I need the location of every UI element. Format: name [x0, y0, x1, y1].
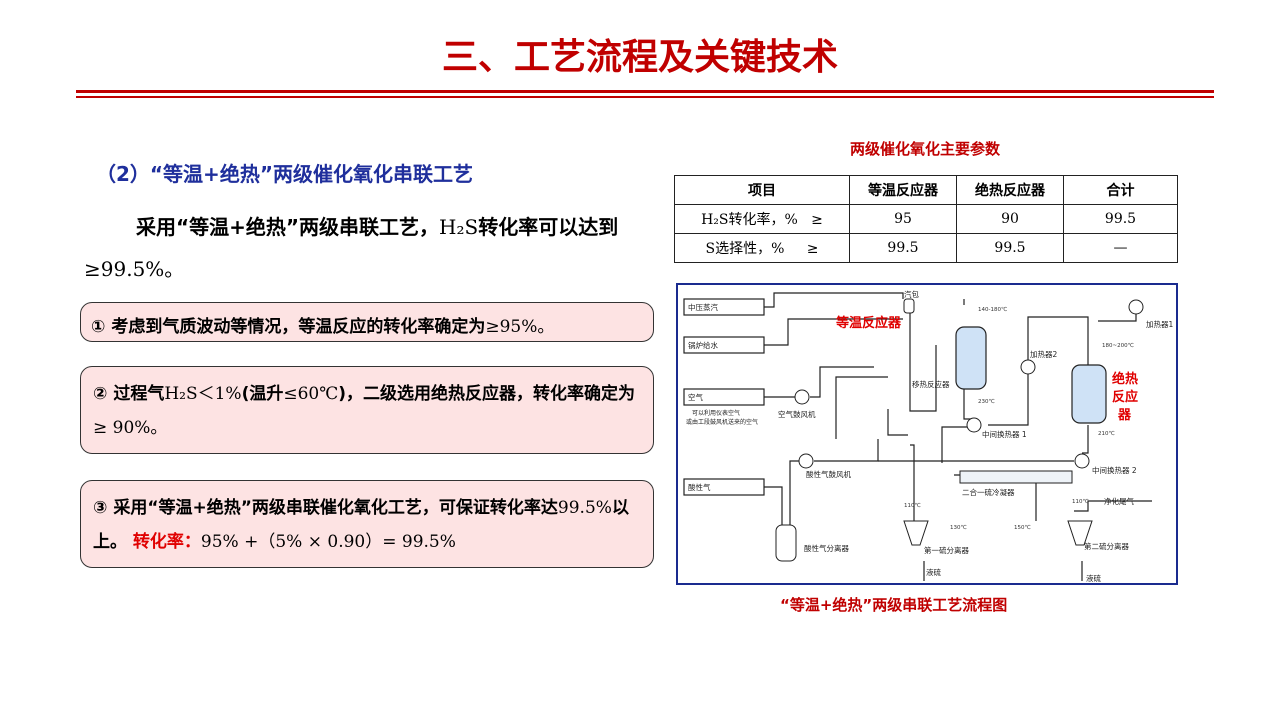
section-subtitle: （2）“等温+绝热”两级催化氧化串联工艺: [96, 162, 473, 186]
table-row: S选择性，% ≥ 99.5 99.5 —: [674, 233, 1178, 263]
table-row: H₂S转化率，% ≥ 95 90 99.5: [674, 204, 1178, 234]
callout-isothermal-reactor: 等温反应器: [835, 315, 902, 331]
label-condenser: 二合一硫冷凝器: [962, 487, 1015, 497]
diagram-caption: “等温+绝热”两级串联工艺流程图: [780, 596, 1008, 614]
note-value: ≥95%。: [485, 317, 555, 337]
table-cell-item: H₂S转化率，% ≥: [674, 204, 850, 234]
note-temp: ≤60℃: [283, 384, 339, 404]
label-temp: 210℃: [1098, 430, 1115, 437]
note-value: ≥ 90%。: [93, 418, 168, 438]
note-marker: ③: [93, 498, 108, 518]
label-heater1: 加热器1: [1146, 319, 1173, 329]
label-mid-hx2: 中间换热器 2: [1092, 465, 1137, 475]
label-temp: 150℃: [1014, 524, 1031, 531]
title-rule-bottom: [76, 96, 1214, 98]
note-text: (温升: [241, 384, 284, 404]
table-title: 两级催化氧化主要参数: [850, 140, 1001, 158]
label-air-note1: 可以利用仪表空气: [692, 409, 740, 417]
table-cell: 95: [849, 204, 957, 234]
label-sep2: 第二硫分离器: [1084, 541, 1129, 551]
intro-value: ≥99.5%。: [84, 257, 185, 281]
table-cell: 99.5: [849, 233, 957, 263]
params-table: 项目 等温反应器 绝热反应器 合计 H₂S转化率，% ≥ 95 90 99.5 …: [674, 175, 1178, 263]
table-cell: 90: [956, 204, 1064, 234]
note-text: 采用“等温+绝热”两级串联催化氧化工艺，可保证转化率达: [113, 498, 558, 518]
label-boiler-water: 锅炉给水: [688, 340, 718, 350]
label-clean-tail: 净化尾气: [1104, 496, 1134, 506]
label-temp: 110℃: [904, 502, 921, 509]
table-cell: 99.5: [1063, 204, 1178, 234]
formula: 95% +（5% × 0.90）= 99.5%: [200, 532, 456, 552]
note-text: 过程气: [113, 384, 165, 404]
callout-adiabatic-2: 反应: [1112, 389, 1138, 405]
intro-paragraph: 采用“等温+绝热”两级串联工艺，H₂S转化率可以达到 ≥99.5%。: [84, 206, 644, 290]
intro-h2s: H₂S: [439, 215, 479, 239]
table-cell: 99.5: [956, 233, 1064, 263]
note-text: )，二级选用绝热反应器，转化率确定为: [338, 384, 636, 404]
label-temp: 110℃: [1072, 498, 1089, 505]
callout-adiabatic-3: 器: [1117, 408, 1132, 423]
label-mid-hx1: 中间换热器 1: [982, 429, 1027, 439]
label-air: 空气: [688, 392, 703, 402]
intro-text-2: 转化率可以达到: [478, 215, 619, 239]
label-liquid-s1: 液硫: [926, 567, 941, 577]
note-value: 99.5%: [557, 498, 612, 518]
label-mp-steam: 中压蒸汽: [688, 302, 718, 312]
label-acid-separator: 酸性气分离器: [804, 543, 849, 553]
note-h2s: H₂S＜1%: [164, 384, 242, 404]
note-box-1: ① 考虑到气质波动等情况，等温反应的转化率确定为≥95%。: [80, 302, 654, 342]
label-liquid-s2: 液硫: [1086, 573, 1102, 582]
table-header-cell: 绝热反应器: [956, 175, 1064, 205]
page-title: 三、工艺流程及关键技术: [441, 36, 838, 78]
label-steam-drum: 汽包: [904, 289, 919, 299]
label-acid-blower: 酸性气鼓风机: [806, 469, 851, 479]
table-header-row: 项目 等温反应器 绝热反应器 合计: [674, 175, 1178, 205]
table-cell-item: S选择性，% ≥: [674, 233, 850, 263]
process-flow-diagram: 中压蒸汽 锅炉给水 空气 可以利用仪表空气 或由工段鼓风机送来的空气 空气鼓风机…: [676, 283, 1178, 585]
label-acid-gas: 酸性气: [688, 482, 711, 492]
note-text: 以上。: [93, 498, 629, 552]
note-marker: ①: [91, 317, 106, 337]
label-air-blower: 空气鼓风机: [778, 409, 816, 419]
title-rule-top: [76, 90, 1214, 93]
label-air-note2: 或由工段鼓风机送来的空气: [686, 418, 758, 426]
label-heater2: 加热器2: [1030, 349, 1057, 359]
note-box-3: ③ 采用“等温+绝热”两级串联催化氧化工艺，可保证转化率达99.5%以上。 转化…: [80, 480, 654, 568]
note-box-2: ② 过程气H₂S＜1%(温升≤60℃)，二级选用绝热反应器，转化率确定为 ≥ 90…: [80, 366, 654, 454]
note-marker: ②: [93, 384, 108, 404]
table-header-cell: 项目: [674, 175, 850, 205]
note-text: 考虑到气质波动等情况，等温反应的转化率确定为: [111, 317, 486, 337]
label-shift-reactor: 移热反应器: [912, 379, 950, 389]
label-temp: 180~200℃: [1102, 342, 1134, 349]
formula-label: 转化率：: [132, 532, 201, 552]
table-header-cell: 合计: [1063, 175, 1178, 205]
intro-text-1: 采用“等温+绝热”两级串联工艺，: [136, 215, 440, 239]
table-header-cell: 等温反应器: [849, 175, 957, 205]
table-cell: —: [1063, 233, 1178, 263]
label-temp: 130℃: [950, 524, 967, 531]
label-sep1: 第一硫分离器: [924, 545, 969, 555]
callout-adiabatic-1: 绝热: [1112, 371, 1138, 387]
label-temp: 230℃: [978, 398, 995, 405]
label-temp: 140-180℃: [978, 306, 1007, 313]
